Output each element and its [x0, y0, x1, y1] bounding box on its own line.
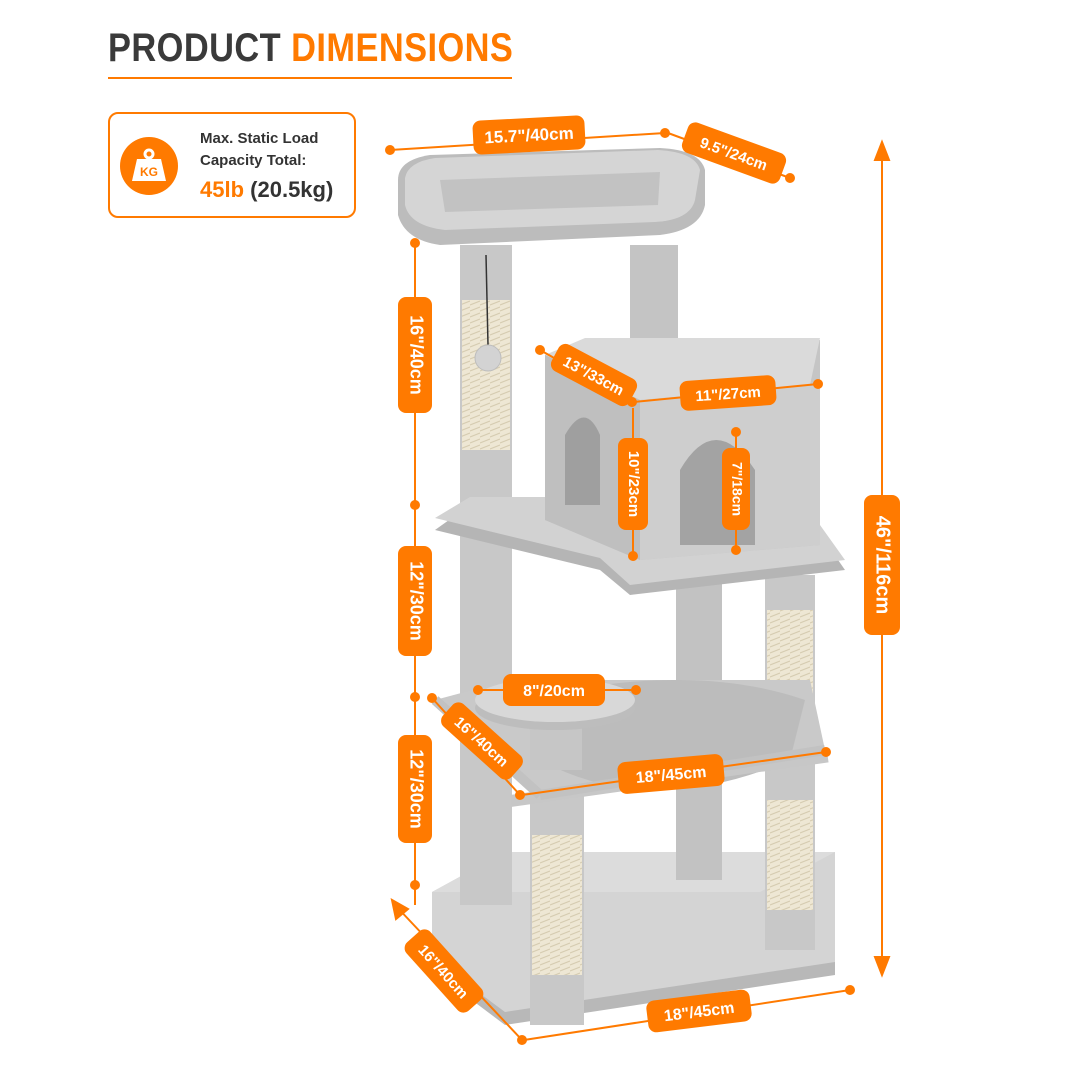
load-label-line1: Max. Static Load: [200, 130, 319, 147]
label-condo-height: 10"/23cm: [618, 438, 648, 530]
label-top-width: 15.7"/40cm: [472, 115, 586, 155]
svg-text:8"/20cm: 8"/20cm: [523, 683, 585, 700]
left-post: [460, 245, 512, 905]
label-round-platform: 8"/20cm: [503, 674, 605, 706]
label-door-height: 7"/18cm: [722, 448, 750, 530]
load-label-line2: Capacity Total:: [200, 152, 307, 169]
front-left-post: [530, 760, 584, 1025]
top-perch: [398, 148, 705, 245]
svg-text:12"/30cm: 12"/30cm: [406, 749, 426, 829]
load-capacity-box: KG Max. Static Load Capacity Total: 45lb…: [108, 112, 356, 218]
svg-text:16"/40cm: 16"/40cm: [406, 315, 426, 395]
title-word-dimensions: DIMENSIONS: [291, 26, 514, 70]
label-condo-width: 11"/27cm: [679, 375, 777, 411]
weight-icon: KG: [120, 137, 178, 195]
label-base-width: 18"/45cm: [646, 989, 752, 1033]
svg-text:7"/18cm: 7"/18cm: [729, 462, 745, 516]
label-middle-height: 12"/30cm: [398, 546, 432, 656]
label-lower-height: 12"/30cm: [398, 735, 432, 843]
load-value: 45lb (20.5kg): [200, 174, 356, 206]
svg-text:12"/30cm: 12"/30cm: [406, 561, 426, 641]
hanging-ball-toy: [474, 254, 502, 372]
svg-text:18"/45cm: 18"/45cm: [635, 764, 707, 787]
page-title: PRODUCT DIMENSIONS: [108, 26, 513, 71]
load-value-kg: (20.5kg): [250, 177, 334, 202]
title-underline: [108, 77, 512, 79]
load-value-lb: 45lb: [200, 177, 245, 202]
label-upper-height: 16"/40cm: [398, 297, 432, 413]
weight-icon-label: KG: [140, 165, 158, 179]
label-hammock-width: 18"/45cm: [617, 754, 725, 794]
title-word-product: PRODUCT: [108, 26, 282, 70]
label-total-height: 46"/116cm: [864, 495, 900, 635]
svg-text:10"/23cm: 10"/23cm: [625, 451, 642, 517]
svg-text:46"/116cm: 46"/116cm: [872, 516, 894, 614]
svg-text:15.7"/40cm: 15.7"/40cm: [484, 124, 574, 148]
svg-text:11"/27cm: 11"/27cm: [695, 384, 762, 406]
